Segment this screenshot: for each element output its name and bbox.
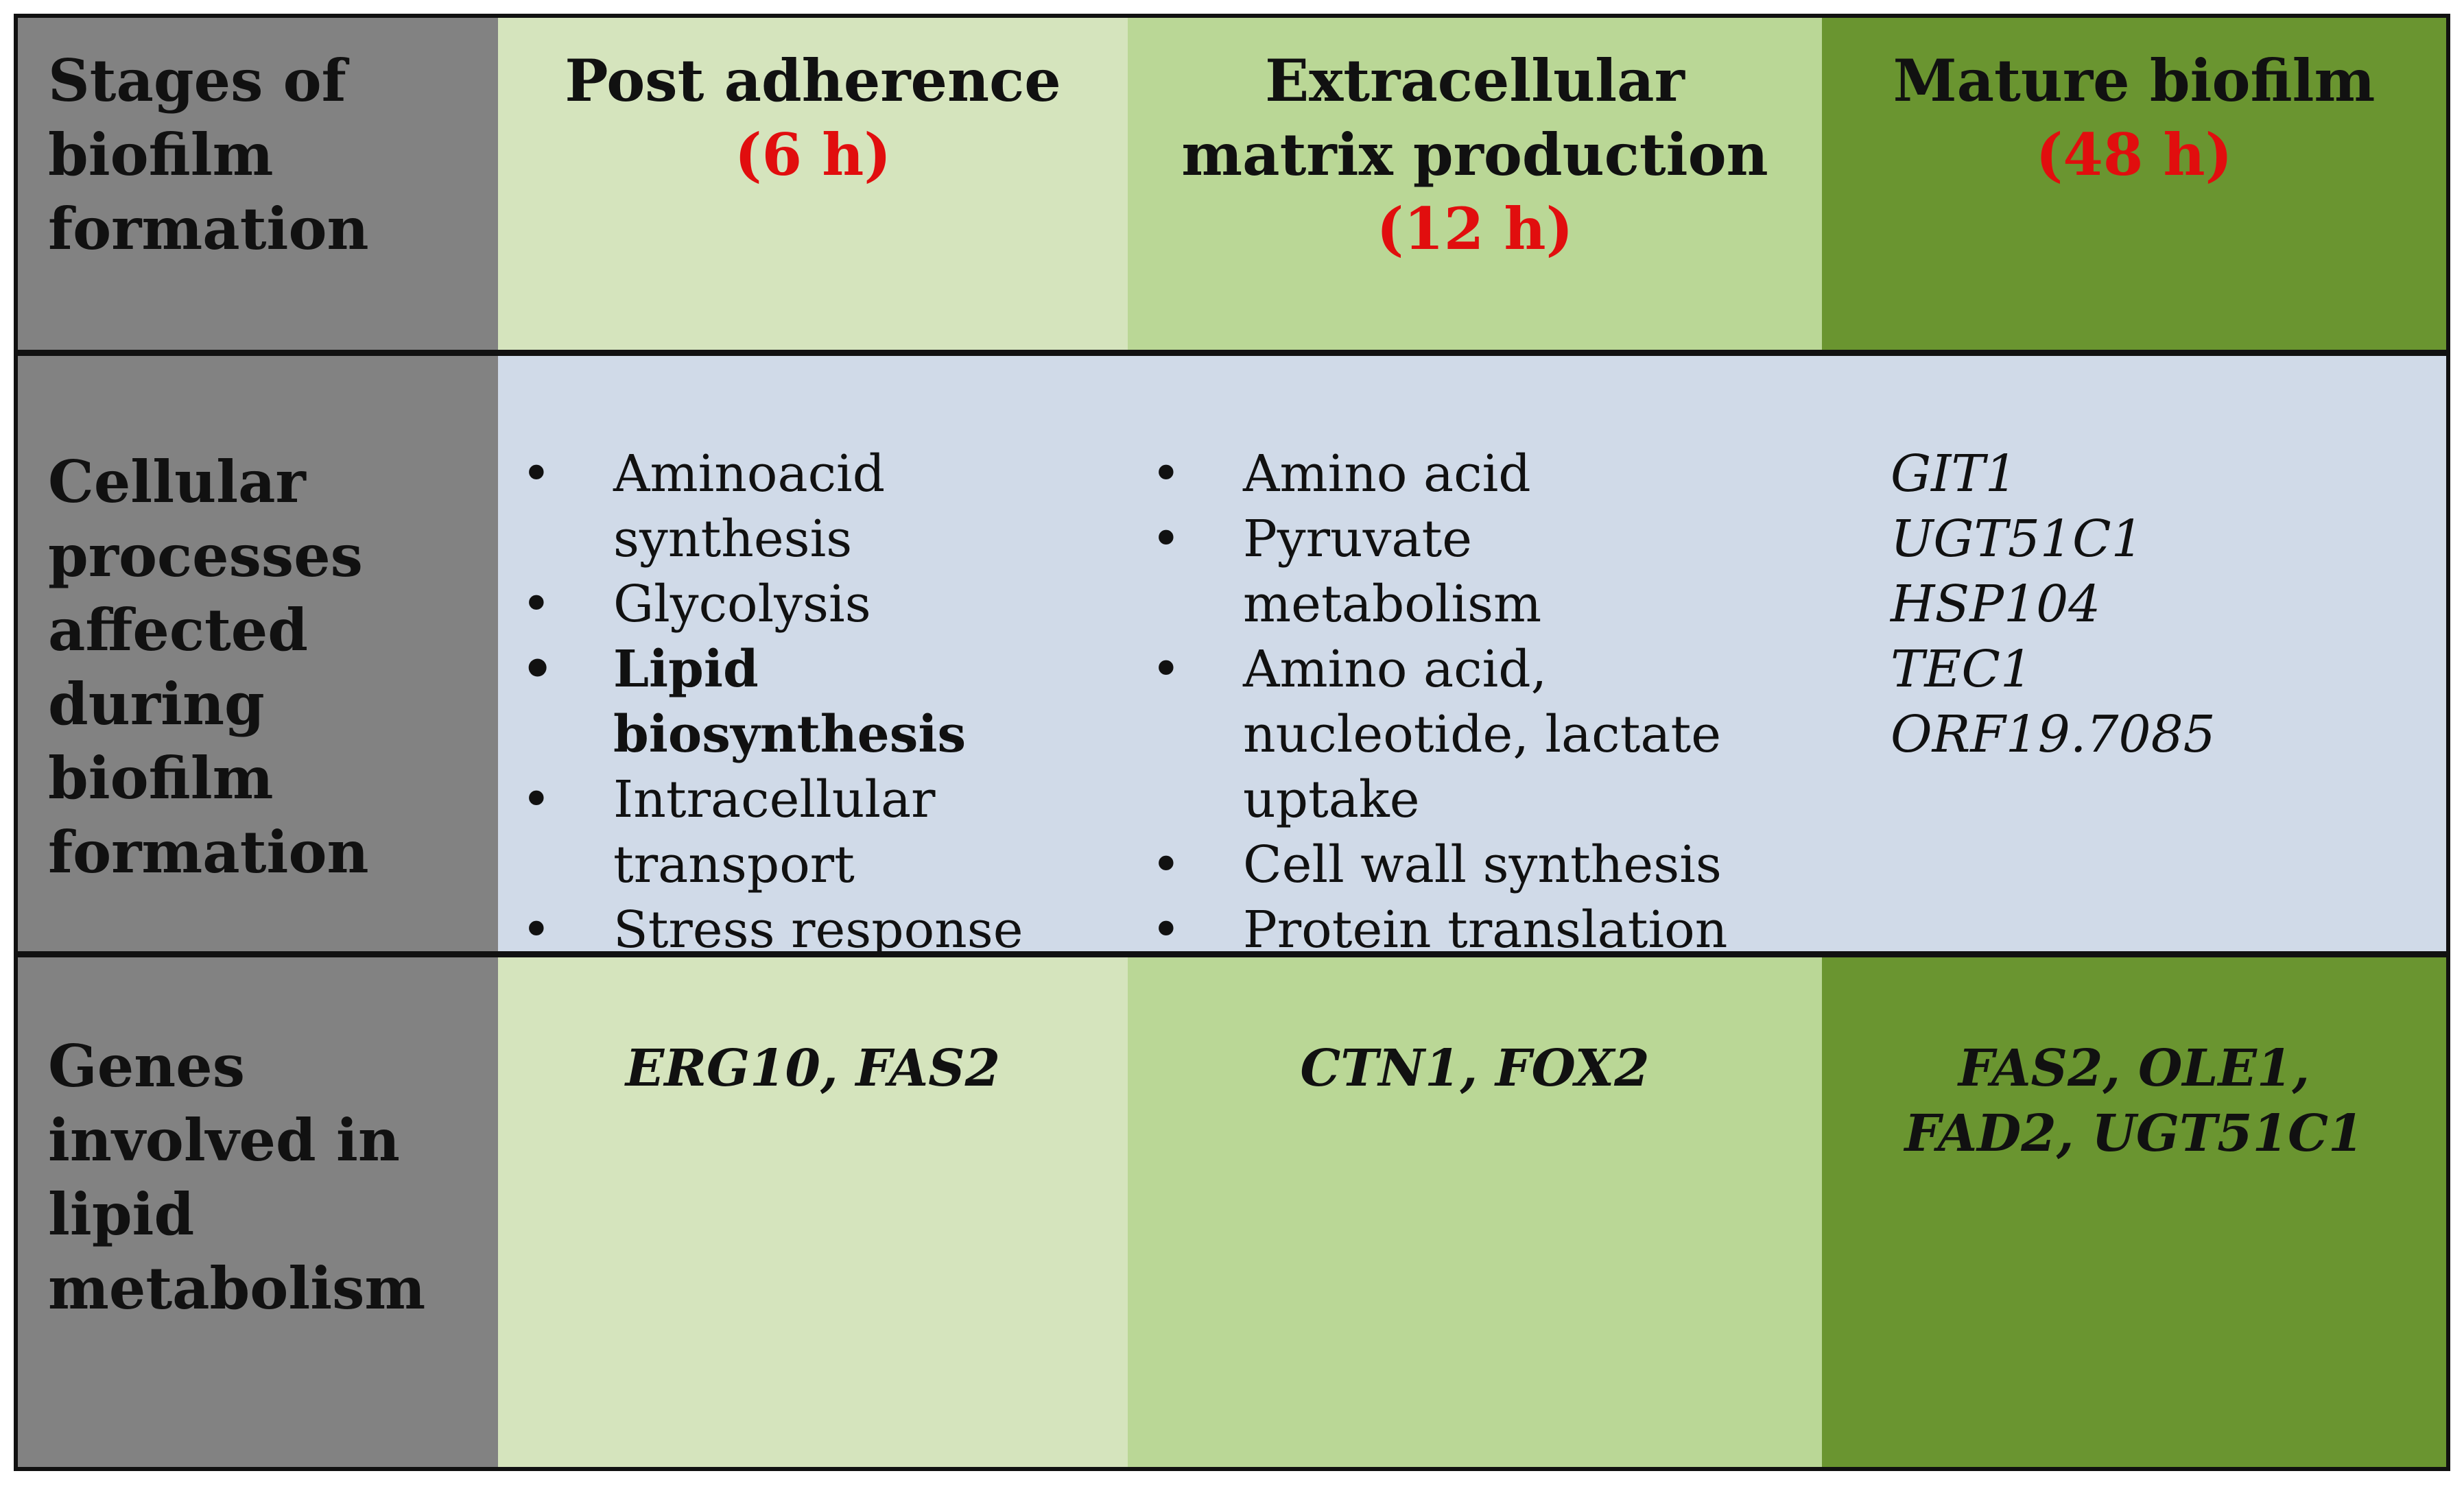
gene-item: ORF19.7085 [1891,705,2216,764]
process-item: • Pyruvate metabolism [1128,507,1786,637]
gene-item: UGT51C1 [1891,510,2144,569]
stage-name: Post adherence [565,47,1061,115]
bullet: • [1151,640,1181,699]
lipid-genes-ecm-production: CTN1, FOX2 [1128,957,1822,1467]
bullet: • [521,900,552,957]
process-item: • Amino acid [1128,442,1786,507]
process-item: • Intracellular transport [498,767,1102,898]
bullet: • [521,575,552,634]
bullet: • [1151,510,1181,569]
row-label-processes-text: Cellular processes affected during biofi… [48,448,369,886]
biofilm-stages-table: Stages of biofilm formation Post adheren… [14,14,2450,1471]
process-item: • Stress response [498,898,1102,957]
lipid-genes-mature: FAS2, OLE1, FAD2, UGT51C1 [1822,957,2446,1467]
stage-name: Extracellular matrix production [1181,47,1768,189]
process-text: Stress response [613,900,1023,957]
bullet: • [1151,835,1181,894]
gene-item: TEC1 [1891,640,2033,699]
process-text: Lipid biosynthesis [613,640,967,764]
process-text: Aminoacid synthesis [613,444,886,569]
row-label-stages-text: Stages of biofilm formation [48,47,369,263]
row-label-lipid-genes-text: Genes involved in lipid metabolism [48,1032,426,1322]
row-label-processes: Cellular processes affected during biofi… [18,350,498,957]
process-text: Cell wall synthesis [1243,835,1722,894]
stage-post-adherence: Post adherence (6 h) [498,18,1128,350]
gene-names: ERG10, FAS2 [625,1039,1001,1098]
stage-name: Mature biofilm [1893,47,2376,115]
gene-item: HSP104 [1891,575,2101,634]
processes-post-adherence: • Aminoacid synthesis • Glycolysis • Lipid bi… [498,350,1128,957]
bullet: • [1151,444,1181,503]
processes-ecm-production: • Amino acid • Pyruvate metabolism • Amino ac… [1128,350,1822,957]
process-text: Amino acid, nucleotide, lactate uptake [1243,640,1722,829]
stage-time: (48 h) [2035,121,2233,189]
gene-item: GIT1 [1891,444,2017,503]
lipid-genes-post-adherence: ERG10, FAS2 [498,957,1128,1467]
process-text: Intracellular transport [613,770,936,894]
process-list: • Amino acid • Pyruvate metabolism • Amino ac… [1128,442,1786,957]
gene-names: FAS2, OLE1, FAD2, UGT51C1 [1904,1039,2364,1163]
bullet: • [1151,900,1181,957]
row-label-stages: Stages of biofilm formation [18,18,498,350]
process-text: Pyruvate metabolism [1243,510,1542,634]
process-item: • Protein translation [1128,898,1786,957]
row-label-lipid-genes: Genes involved in lipid metabolism [18,957,498,1467]
process-item: • Amino acid, nucleotide, lactate uptake [1128,637,1786,833]
stage-mature-biofilm: Mature biofilm (48 h) [1822,18,2446,350]
bullet: • [521,640,554,699]
process-list: • Aminoacid synthesis • Glycolysis • Lipid bi… [498,442,1102,957]
stage-ecm-production: Extracellular matrix production (12 h) [1128,18,1822,350]
process-text: Amino acid [1243,444,1531,503]
stage-time: (12 h) [1376,195,1574,263]
gene-names: CTN1, FOX2 [1300,1039,1650,1098]
bullet: • [521,444,552,503]
bullet: • [521,770,552,829]
stage-time: (6 h) [734,121,892,189]
process-text: Glycolysis [613,575,871,634]
process-item: • Aminoacid synthesis [498,442,1102,572]
process-item: • Glycolysis [498,572,1102,637]
process-item: • Cell wall synthesis [1128,833,1786,898]
process-item: • Lipid biosynthesis [498,637,1102,767]
process-text: Protein translation [1243,900,1728,957]
